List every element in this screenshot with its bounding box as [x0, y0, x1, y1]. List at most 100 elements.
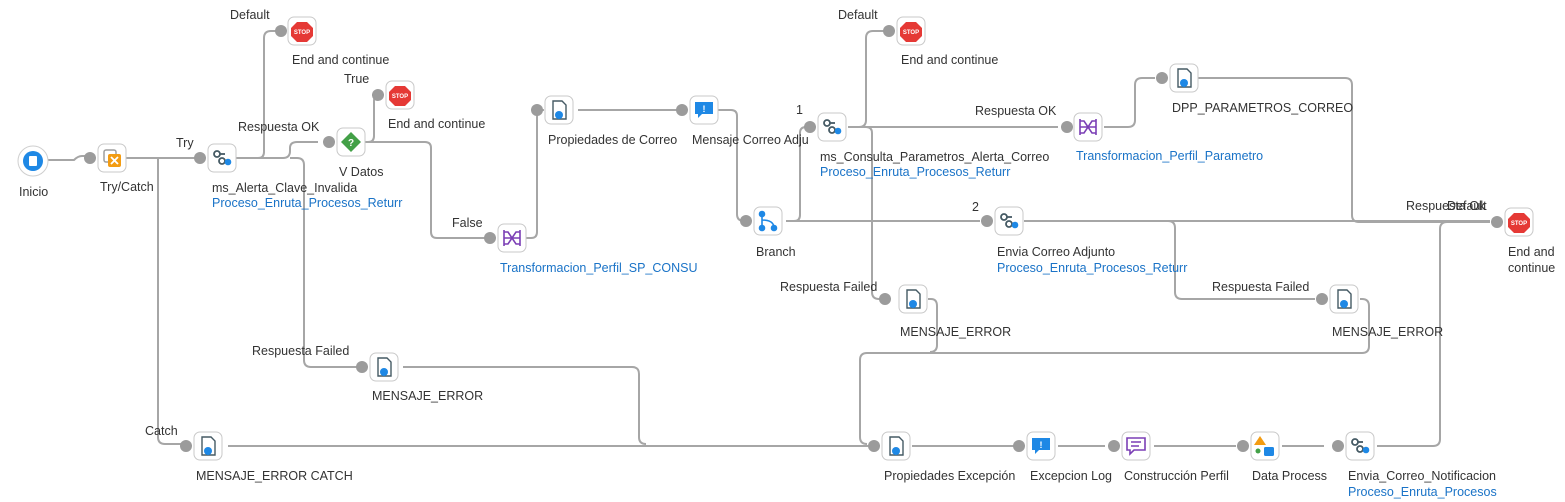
map-shape[interactable]: Transformacion_Perfil_SP_CONSU: [484, 223, 698, 275]
path-label-branch-2: 2: [972, 200, 979, 214]
shape-label: Branch: [756, 245, 796, 259]
shape-label: Excepcion Log: [1030, 469, 1112, 483]
port-icon: [676, 104, 688, 116]
data-process-shape[interactable]: Data Process: [1237, 431, 1327, 483]
connector-line: [1167, 220, 1315, 300]
shape-label: MENSAJE_ERROR: [900, 325, 1011, 339]
decision-shape[interactable]: ? V Datos: [323, 127, 383, 179]
port-icon: [323, 136, 335, 148]
message-icon: !: [695, 102, 713, 118]
decision-icon: [341, 132, 361, 152]
message-shape[interactable]: ! Mensaje Correo Adju: [676, 95, 809, 147]
path-label-respuesta-ok: Respuesta Ok: [1406, 199, 1486, 213]
process-link[interactable]: Transformacion_Perfil_Parametro: [1076, 149, 1263, 163]
port-icon: [275, 25, 287, 37]
start-shape[interactable]: Inicio: [17, 145, 49, 199]
svg-text:STOP: STOP: [903, 30, 919, 36]
process-link[interactable]: Proceso_Enruta_Procesos_Returr: [820, 165, 1010, 179]
map-icon: [503, 230, 521, 246]
port-icon: [84, 152, 96, 164]
shape-label: ms_Alerta_Clave_Invalida: [212, 181, 357, 195]
connectors: [48, 30, 1490, 447]
connector-line: [48, 155, 91, 161]
chat-icon: [1126, 437, 1146, 456]
path-label-respuesta-failed: Respuesta Failed: [252, 344, 349, 358]
port-icon: [1316, 293, 1328, 305]
process-link[interactable]: Proceso_Enruta_Procesos: [1348, 485, 1497, 499]
stop-icon: [389, 86, 411, 106]
port-icon: [1491, 216, 1503, 228]
path-label-false: False: [452, 216, 483, 230]
shape-label: Construcción Perfil: [1124, 469, 1229, 483]
connector-line: [290, 157, 358, 368]
shape-label: ms_Consulta_Parametros_Alerta_Correo: [820, 150, 1049, 164]
connector-shape-ms-alerta[interactable]: ms_Alerta_Clave_Invalida Proceso_Enruta_…: [194, 143, 402, 210]
path-label-true: True: [344, 72, 369, 86]
port-icon: [484, 232, 496, 244]
port-icon: [1013, 440, 1025, 452]
process-link[interactable]: Proceso_Enruta_Procesos_Returr: [212, 196, 402, 210]
connector-icon: [1351, 438, 1370, 454]
shape-label: DPP_PARAMETROS_CORREO: [1172, 101, 1353, 115]
stop-icon: [900, 22, 922, 42]
svg-text:STOP: STOP: [1511, 221, 1527, 227]
shape-label: Inicio: [19, 185, 48, 199]
svg-text:!: !: [1040, 440, 1043, 450]
port-icon: [883, 25, 895, 37]
process-link[interactable]: Proceso_Enruta_Procesos_Returr: [997, 261, 1187, 275]
connector-shape-envia-notif[interactable]: Envia_Correo_Notificacion Proceso_Enruta…: [1332, 431, 1497, 499]
stop-shape[interactable]: STOP End and continue: [372, 80, 485, 131]
try-catch-shape[interactable]: Try/Catch: [84, 143, 154, 194]
path-label-try: Try: [176, 136, 194, 150]
path-label-default: Default: [838, 8, 878, 22]
svg-text:STOP: STOP: [392, 94, 408, 100]
message-shape[interactable]: ! Excepcion Log: [1013, 431, 1112, 483]
shape-label: End and: [1508, 245, 1555, 259]
stop-icon: [291, 22, 313, 42]
connector-line: [1104, 77, 1155, 128]
doc-icon: [1177, 68, 1192, 88]
shape-label: Try/Catch: [100, 180, 154, 194]
doc-shape[interactable]: MENSAJE_ERROR: [356, 352, 483, 403]
connector-line: [403, 366, 647, 445]
connector-icon: [213, 150, 232, 166]
doc-icon: [1337, 289, 1352, 309]
connector-shape-envia-correo[interactable]: Envia Correo Adjunto Proceso_Enruta_Proc…: [981, 206, 1187, 275]
map-shape[interactable]: Transformacion_Perfil_Parametro: [1061, 112, 1263, 163]
path-label-catch: Catch: [145, 424, 178, 438]
stop-shape[interactable]: STOP End and continue: [275, 16, 389, 67]
stop-icon: [1508, 213, 1530, 233]
stop-shape[interactable]: STOP End and continue: [1491, 207, 1555, 275]
connector-line: [1377, 221, 1490, 447]
doc-shape[interactable]: MENSAJE_ERROR: [879, 284, 1011, 339]
svg-text:!: !: [703, 104, 706, 114]
connector-line: [859, 298, 1370, 445]
path-label-default: Default: [1447, 199, 1487, 213]
process-link[interactable]: Transformacion_Perfil_SP_CONSU: [500, 261, 698, 275]
message-shape[interactable]: Construcción Perfil: [1108, 431, 1229, 483]
stop-shape[interactable]: STOP End and continue: [883, 16, 998, 67]
branch-shape[interactable]: Branch: [740, 206, 796, 259]
port-icon: [1061, 121, 1073, 133]
doc-shape[interactable]: MENSAJE_ERROR: [1316, 284, 1443, 339]
port-icon: [740, 215, 752, 227]
connector-line: [928, 298, 938, 353]
doc-shape[interactable]: Propiedades Excepción: [868, 431, 1015, 483]
connector-icon: [1000, 213, 1019, 229]
connector-shape-ms-consulta[interactable]: ms_Consulta_Parametros_Alerta_Correo Pro…: [804, 112, 1049, 179]
port-icon: [531, 104, 543, 116]
shape-label: Envia_Correo_Notificacion: [1348, 469, 1496, 483]
shape-label: Propiedades Excepción: [884, 469, 1015, 483]
port-icon: [1108, 440, 1120, 452]
doc-icon: [201, 436, 216, 456]
connector-line: [848, 30, 888, 128]
connector-line: [718, 109, 746, 222]
doc-shape[interactable]: MENSAJE_ERROR CATCH: [180, 431, 353, 483]
shape-label: Envia Correo Adjunto: [997, 245, 1115, 259]
doc-icon: [906, 289, 921, 309]
doc-shape[interactable]: Propiedades de Correo: [531, 95, 677, 147]
doc-shape[interactable]: DPP_PARAMETROS_CORREO: [1156, 63, 1353, 115]
connector-line: [157, 158, 185, 445]
message-icon: !: [1032, 438, 1050, 454]
